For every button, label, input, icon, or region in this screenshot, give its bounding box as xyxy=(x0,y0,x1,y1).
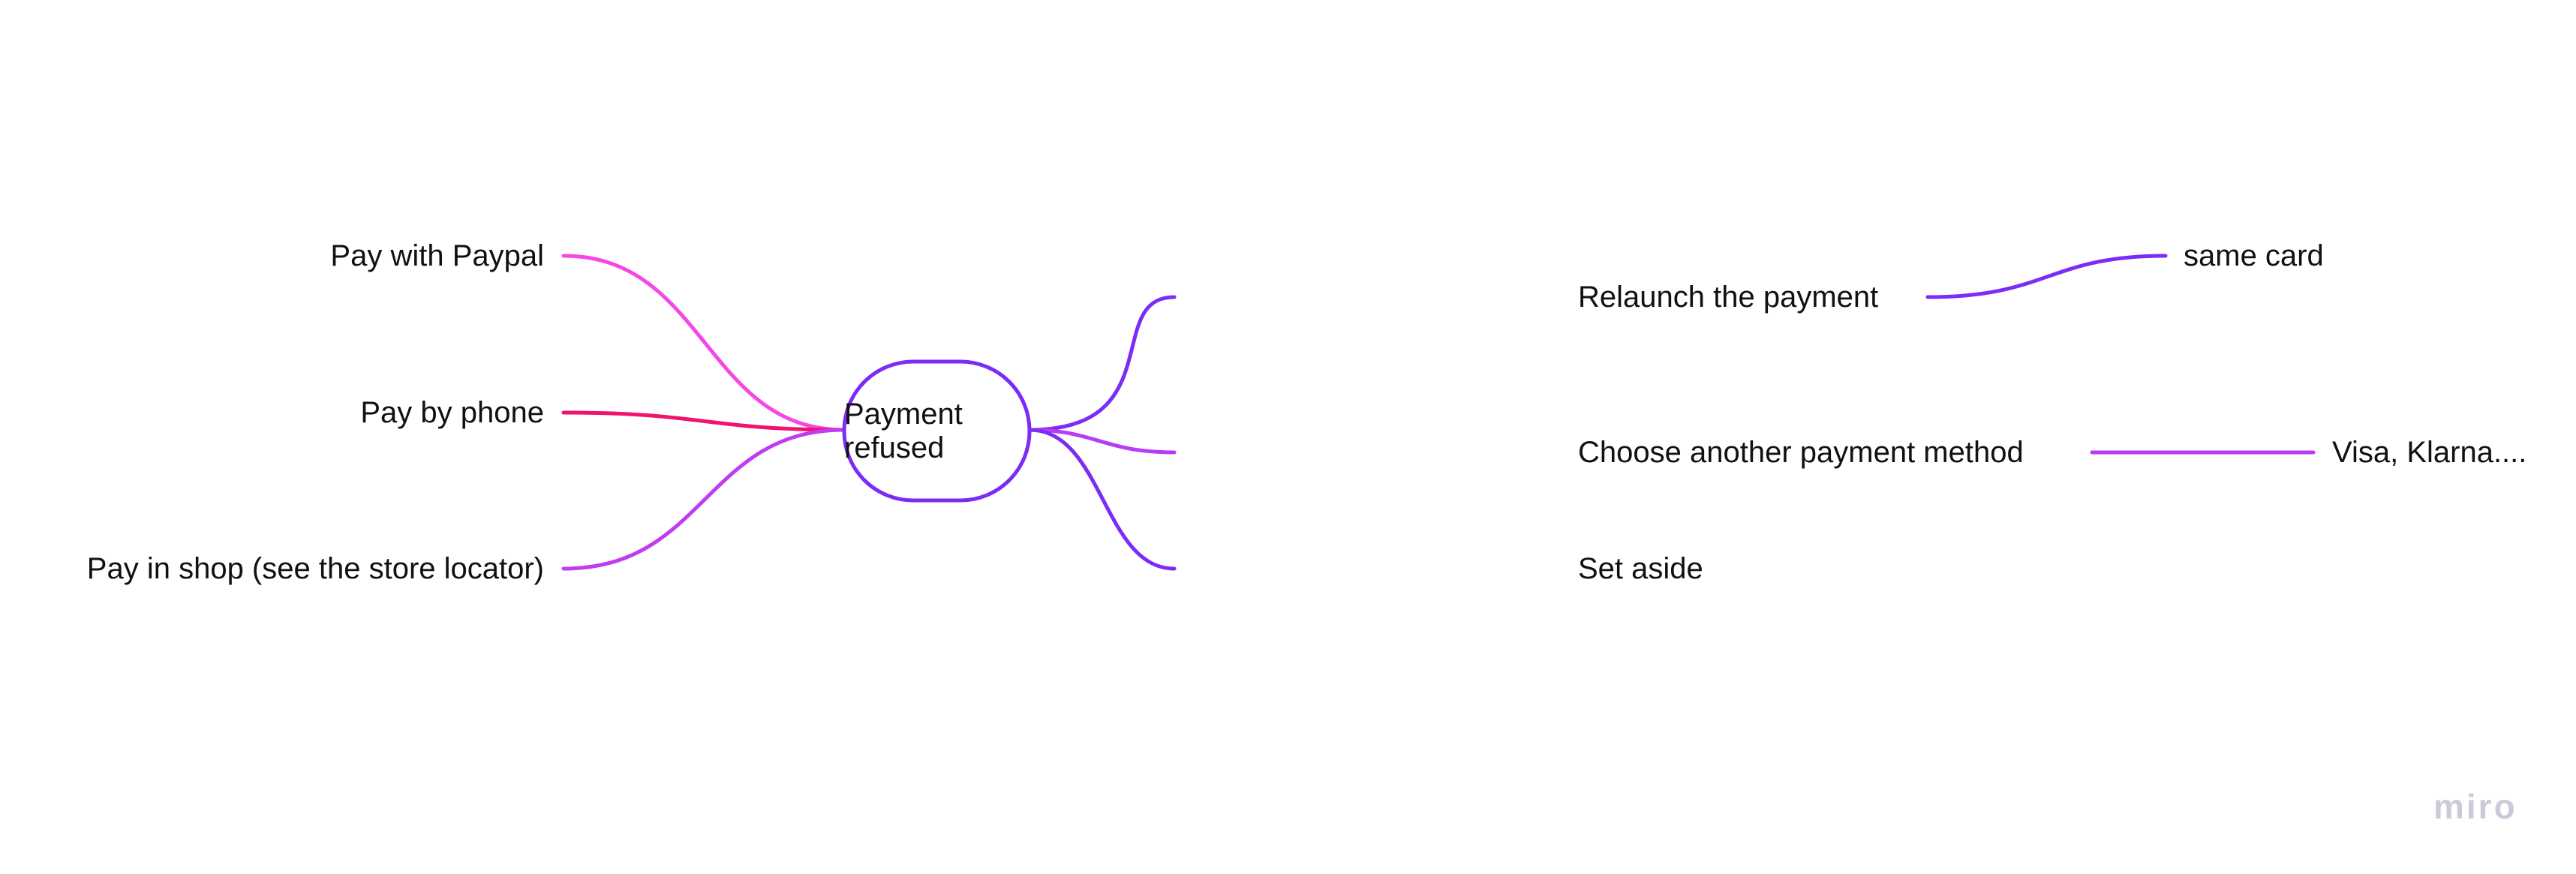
connector-pay-with-paypal xyxy=(561,254,846,432)
center-node-label: Payment refused xyxy=(844,397,963,464)
node-same-card[interactable]: same card xyxy=(2184,239,2324,272)
node-set-aside[interactable]: Set aside xyxy=(1578,552,1703,585)
center-node-payment-refused[interactable]: Payment refused xyxy=(844,362,1029,500)
center-node-border xyxy=(842,359,1032,503)
node-pay-in-shop[interactable]: Pay in shop (see the store locator) xyxy=(86,552,544,585)
node-pay-with-paypal[interactable]: Pay with Paypal xyxy=(330,239,544,272)
connector-pay-in-shop xyxy=(561,428,846,571)
connector-relaunch xyxy=(1027,295,1177,432)
node-relaunch-the-payment[interactable]: Relaunch the payment xyxy=(1578,281,1879,314)
node-choose-another-payment-method[interactable]: Choose another payment method xyxy=(1578,436,2024,469)
node-pay-by-phone[interactable]: Pay by phone xyxy=(360,396,544,429)
connector-pay-by-phone xyxy=(561,410,846,432)
miro-logo: miro xyxy=(2433,787,2517,826)
connector-choose-another xyxy=(1027,428,1177,455)
connector-set-aside xyxy=(1027,428,1177,571)
node-visa-klarna[interactable]: Visa, Klarna.... xyxy=(2332,436,2527,469)
connector-same-card xyxy=(1925,254,2168,299)
